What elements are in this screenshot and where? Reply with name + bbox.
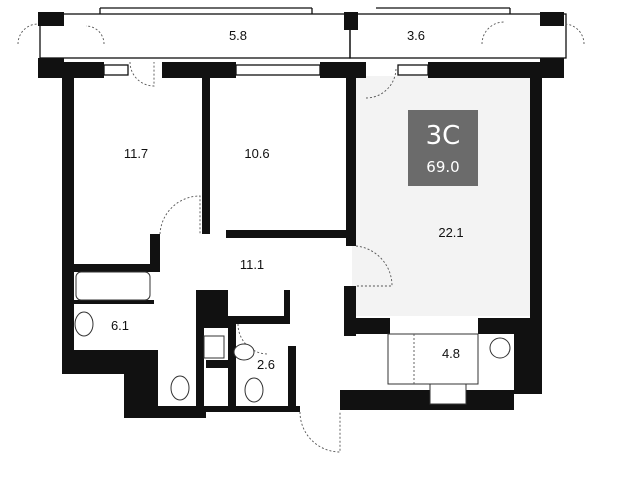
balcony-right-outline xyxy=(349,7,567,59)
kitchen-stove xyxy=(429,383,467,405)
wall-bath-top xyxy=(74,300,154,304)
wall-wc-right xyxy=(284,290,290,324)
badge-code: 3C xyxy=(426,121,461,151)
door-balcony-corner-right xyxy=(563,23,585,45)
room-balcony-right-area: 3.6 xyxy=(407,28,425,43)
bathtub xyxy=(75,271,151,301)
room-wc-area: 2.6 xyxy=(257,357,275,372)
wall-balcony-left-corner xyxy=(38,12,64,26)
wall-bedroom1-bottom-stub xyxy=(150,234,160,272)
wall-balcony-left-base xyxy=(38,58,64,78)
window-top-2 xyxy=(235,64,321,76)
wall-left-lower xyxy=(62,350,124,374)
wall-bedroom-divider xyxy=(202,76,210,234)
door-balcony-corner-left xyxy=(17,23,39,45)
wall-bottom-kitchen xyxy=(340,390,514,410)
wall-bedroom2-bottom xyxy=(226,230,352,238)
door-entrance xyxy=(299,411,341,453)
kitchen-counter xyxy=(387,333,479,385)
window-top-1 xyxy=(103,64,129,76)
room-kitchen-area: 4.8 xyxy=(442,346,460,361)
wall-bottom-bath xyxy=(158,406,206,418)
room-hallway-area: 11.1 xyxy=(240,257,264,272)
room-balcony-left-area: 5.8 xyxy=(229,28,247,43)
door-balcony-mid xyxy=(365,67,397,99)
apartment-badge xyxy=(408,110,478,186)
wall-right-lower xyxy=(514,318,542,394)
toilet-wc xyxy=(244,377,264,403)
wall-top-2 xyxy=(162,62,236,78)
room-bathroom-area: 6.1 xyxy=(111,318,129,333)
room-bedroom-2-area: 10.6 xyxy=(244,146,269,161)
badge-area: 69.0 xyxy=(426,158,459,176)
window-top-3 xyxy=(397,64,429,76)
door-wc xyxy=(237,323,269,355)
wall-right xyxy=(530,76,542,394)
wall-top-4 xyxy=(428,62,540,78)
door-balcony-left-2 xyxy=(85,25,105,45)
wall-bath-right-long xyxy=(196,290,204,408)
wall-left-step xyxy=(124,350,158,418)
door-living xyxy=(355,245,393,287)
door-bedroom1 xyxy=(159,195,201,235)
wall-kitchen-top-right xyxy=(478,318,518,334)
bath-sink xyxy=(74,311,94,337)
wall-bottom-wc xyxy=(206,406,300,412)
wall-top-3 xyxy=(320,62,366,78)
balcony-left-outline xyxy=(39,7,351,59)
wall-hall-mid xyxy=(206,360,232,368)
wall-kitchen-top xyxy=(344,318,390,334)
wall-wc-right-lower xyxy=(288,346,296,408)
wall-living-left xyxy=(346,76,356,246)
wall-balcony-right-corner xyxy=(540,12,564,26)
wc-sink-2 xyxy=(233,343,255,361)
room-living-area: 22.1 xyxy=(438,225,463,240)
door-balcony-corner-right2 xyxy=(481,21,505,45)
wall-bedroom1-bottom xyxy=(74,264,158,272)
wall-wc-top xyxy=(236,316,290,324)
room-bedroom-1-area: 11.7 xyxy=(124,146,148,161)
wall-balcony-mid-corner xyxy=(344,12,358,30)
wall-balcony-right-base xyxy=(540,58,564,78)
toilet-bath xyxy=(170,375,190,401)
kitchen-sink xyxy=(489,337,511,359)
wall-left xyxy=(62,62,74,374)
door-balcony-left xyxy=(129,61,155,87)
wc-sink xyxy=(203,335,225,359)
